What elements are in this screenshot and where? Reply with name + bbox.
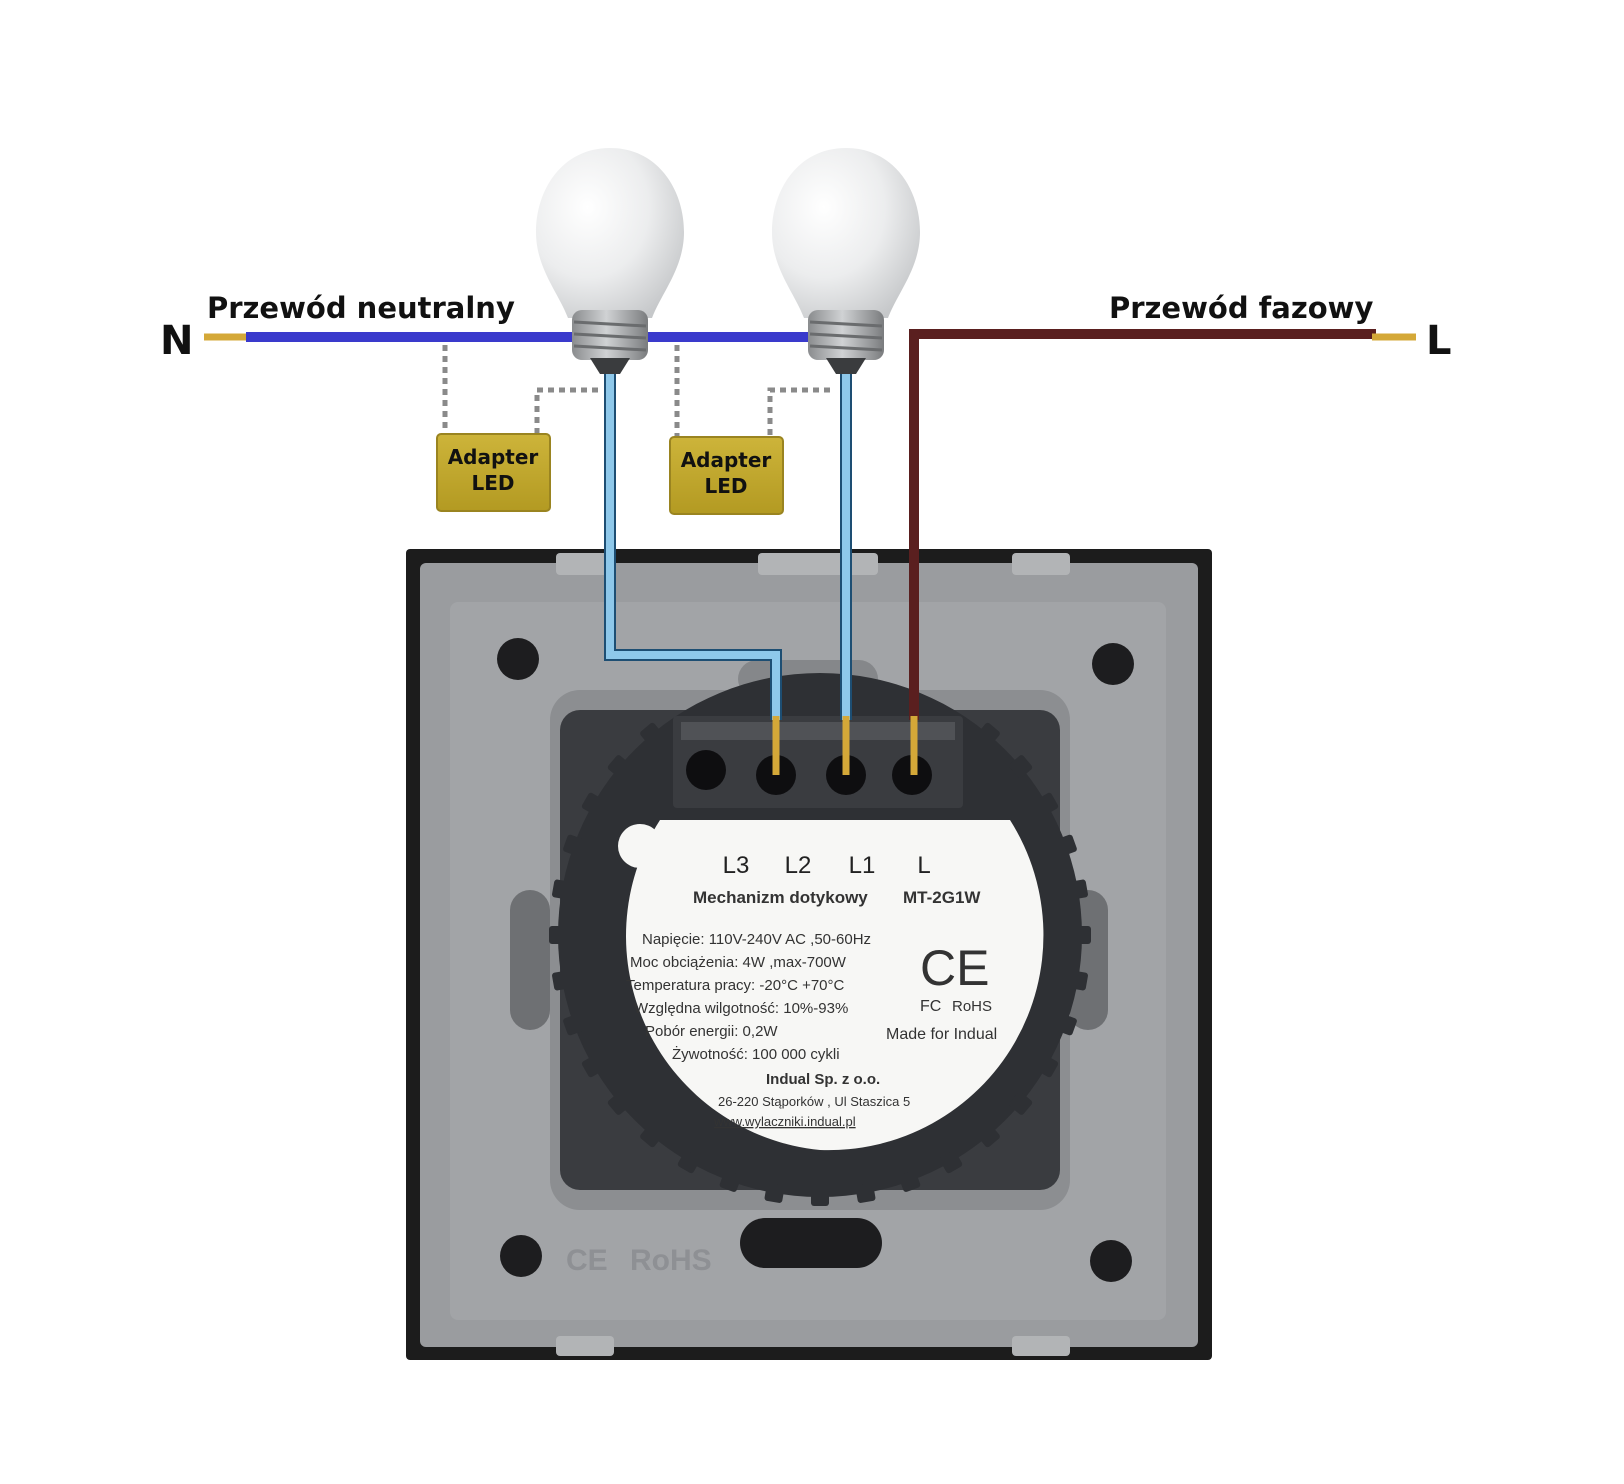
mechanism-tooth: [1035, 792, 1059, 816]
adapter-label-line1: Adapter: [448, 445, 539, 469]
light-bulb-icon: [536, 148, 684, 374]
spec-voltage: Napięcie: 110V-240V AC ,50-60Hz: [642, 931, 871, 948]
mechanism-tooth: [1068, 970, 1088, 991]
phase-wire-label: Przewód fazowy: [1109, 291, 1373, 325]
plate-rohs-mark: RoHS: [630, 1244, 712, 1277]
mechanism-tooth: [898, 1170, 921, 1192]
terminal-label-l2: L2: [785, 852, 812, 879]
adapter-link: [767, 387, 830, 437]
mechanism-tooth: [549, 926, 567, 944]
mechanism-tooth: [563, 834, 585, 857]
spec-load: Moc obciążenia: 4W ,max-700W: [630, 954, 847, 971]
wiring: [204, 329, 1416, 775]
mechanism-tooth: [552, 970, 572, 991]
company-address: 26-220 Stąporków , Ul Staszica 5: [718, 1094, 910, 1109]
mechanism-tooth: [1055, 834, 1077, 857]
plate-ce-mark: CE: [566, 1244, 608, 1277]
terminal-label-l3: L3: [723, 852, 750, 879]
led-adapter-2: Adapter LED: [669, 436, 784, 515]
mechanism-title: Mechanizm dotykowy: [693, 888, 868, 907]
mechanism-tooth: [1009, 755, 1033, 779]
mechanism-tooth: [764, 1183, 785, 1203]
mechanism-tooth: [552, 879, 572, 900]
screw-hole: [1090, 1240, 1132, 1282]
mechanism-tooth: [607, 755, 631, 779]
mechanism-tooth: [563, 1013, 585, 1036]
mechanism-tooth: [640, 722, 664, 746]
touch-mechanism: [549, 673, 1091, 1206]
mechanism-tooth: [581, 1054, 605, 1078]
ce-mark: CE: [920, 940, 989, 996]
made-for-text: Made for Indual: [886, 1026, 997, 1043]
terminal-label-l: L: [917, 852, 930, 879]
spec-label-text: L3 L2 L1 L Mechanizm dotykowy MT-2G1W Na…: [626, 852, 997, 1129]
rohs-mark: RoHS: [952, 998, 992, 1015]
mechanism-tooth: [607, 1091, 631, 1115]
mechanism-tooth: [1009, 1091, 1033, 1115]
company-name: Indual Sp. z o.o.: [766, 1071, 880, 1088]
mechanism-tooth: [581, 792, 605, 816]
mechanism-tooth: [719, 1170, 742, 1192]
mechanism-tooth: [1068, 879, 1088, 900]
spec-temperature: Temperatura pracy: -20°C +70°C: [626, 977, 845, 994]
adapter-label-line2: LED: [704, 474, 747, 498]
spec-humidity: Względna wilgotność: 10%-93%: [634, 1000, 848, 1017]
fc-mark: FC: [920, 998, 941, 1015]
mechanism-tooth: [855, 1183, 876, 1203]
mechanism-tooth: [1055, 1013, 1077, 1036]
adapter-link: [534, 387, 598, 434]
phase-letter: L: [1426, 318, 1452, 364]
company-website: www.wylaczniki.indual.pl: [713, 1114, 856, 1129]
neutral-letter: N: [160, 318, 193, 364]
mechanism-tooth: [1073, 926, 1091, 944]
mechanism-tooth: [976, 1124, 1000, 1148]
mechanism-tooth: [976, 722, 1000, 746]
light-bulb-icon: [772, 148, 920, 374]
screw-hole: [500, 1235, 542, 1277]
mechanism-tooth: [939, 1150, 963, 1174]
terminal-l3: [686, 750, 726, 790]
adapter-label-line2: LED: [471, 471, 514, 495]
mechanism-tooth: [1035, 1054, 1059, 1078]
terminal-label-l1: L1: [849, 852, 876, 879]
spec-lifetime: Żywotność: 100 000 cykli: [672, 1045, 840, 1063]
mechanism-model: MT-2G1W: [903, 888, 981, 907]
screw-hole: [1092, 643, 1134, 685]
led-adapter-1: Adapter LED: [436, 433, 551, 512]
spec-power: Pobór energii: 0,2W: [645, 1023, 778, 1040]
mechanism-tooth: [811, 1188, 829, 1206]
mechanism-tooth: [677, 1150, 701, 1174]
adapter-label-line1: Adapter: [681, 448, 772, 472]
neutral-wire-label: Przewód neutralny: [207, 291, 515, 325]
spec-label: [626, 820, 1044, 1151]
phase-wire: [909, 329, 1376, 720]
mechanism-tooth: [640, 1124, 664, 1148]
screw-hole: [497, 638, 539, 680]
